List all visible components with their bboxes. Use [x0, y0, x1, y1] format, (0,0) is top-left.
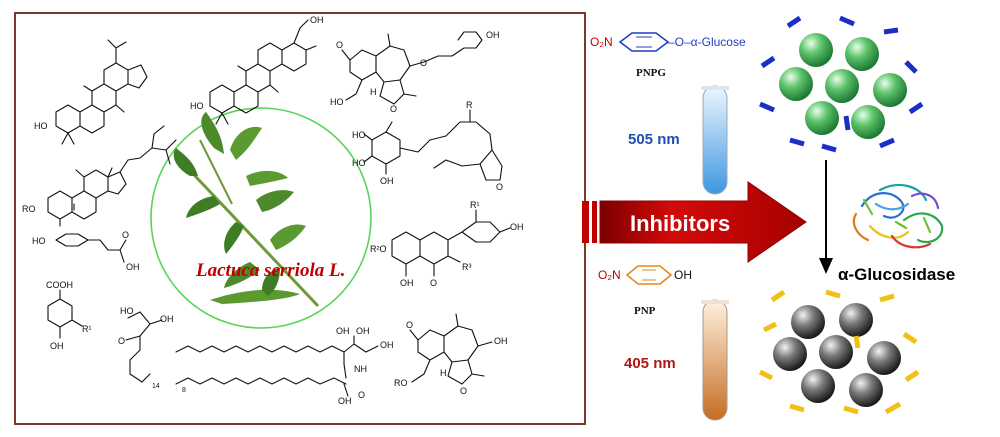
pnp-wavelength: 405 nm: [624, 355, 676, 372]
atom-label: O: [420, 58, 427, 68]
pnp-name: PNP: [634, 305, 656, 317]
reaction-down-arrowhead: [819, 258, 833, 274]
structure-monoglyceride: [125, 311, 163, 383]
structure-glycoside: [363, 109, 503, 181]
pnp-nitro-label: O₂N: [598, 268, 621, 282]
atom-label: 8: [182, 387, 186, 394]
green-spheres-substrate-bound: [779, 33, 907, 139]
atom-label: O: [336, 40, 343, 50]
atom-label: OH: [380, 340, 394, 350]
atom-label: OH: [126, 262, 140, 272]
atom-label: O: [460, 386, 467, 396]
atom-label: HO: [352, 130, 366, 140]
pnpg-glucose-label: –O–α-Glucose: [668, 35, 746, 49]
grey-spheres-product-released: [773, 303, 901, 407]
atom-label: OH: [380, 176, 394, 186]
atom-label: COOH: [46, 280, 73, 290]
structure-sterol: [47, 125, 177, 227]
atom-label: O: [358, 390, 365, 400]
orange-test-tube: [701, 299, 729, 421]
atom-label: H: [370, 87, 377, 97]
atom-label: R³: [462, 262, 472, 272]
lactuca-plant-image: [173, 112, 320, 308]
atom-label: R¹: [82, 324, 92, 334]
structure-coumaric-acid: [55, 233, 127, 263]
compounds-panel-frame: [14, 12, 586, 425]
atom-label: OH: [356, 326, 370, 336]
pnpg-name: PNPG: [636, 67, 666, 79]
atom-label: OH: [310, 15, 324, 25]
structure-guaianolide: [409, 313, 493, 385]
atom-label: R¹: [470, 200, 480, 210]
atom-label: RO: [22, 204, 36, 214]
atom-label: HO: [352, 158, 366, 168]
pnpg-wavelength: 505 nm: [628, 131, 680, 148]
enzyme-label: α-Glucosidase: [838, 265, 955, 284]
structure-ceramide: [175, 335, 379, 397]
inhibitors-label: Inhibitors: [630, 211, 730, 236]
atom-label: H: [440, 368, 447, 378]
atom-label: RO: [394, 378, 408, 388]
plant-circle: [150, 107, 372, 329]
atom-label: OH: [400, 278, 414, 288]
atom-label: HO: [34, 121, 48, 131]
atom-label: OH: [338, 396, 352, 406]
atom-label: HO: [330, 97, 344, 107]
structure-lupeol: [55, 39, 148, 145]
atom-label: HO: [120, 306, 134, 316]
atom-label: OH: [160, 314, 174, 324]
species-label: Lactuca serriola L.: [195, 260, 345, 281]
atom-label: O: [496, 182, 503, 192]
pnp-oh-label: OH: [674, 268, 692, 282]
structure-guaianolide-ester: [341, 31, 483, 105]
inhibitors-arrow: [582, 181, 807, 263]
atom-label: OH: [336, 326, 350, 336]
atom-label: R²O: [370, 244, 387, 254]
blue-dash-marks: [759, 15, 924, 153]
atom-label: OH: [50, 341, 64, 351]
blue-test-tube: [701, 85, 729, 195]
pnpg-structure: [618, 32, 670, 52]
atom-label: R: [466, 100, 473, 110]
atom-label: OH: [510, 222, 524, 232]
atom-label: O: [430, 278, 437, 288]
atom-label: NH: [354, 364, 367, 374]
atom-label: O: [122, 230, 129, 240]
structure-benzoic-acid: [47, 289, 83, 339]
atom-label: 14: [152, 383, 160, 390]
structure-flavonoid: [391, 209, 511, 277]
yellow-dash-marks: [758, 289, 920, 415]
enzyme-protein-ribbon: [852, 183, 944, 249]
atom-label: O: [390, 104, 397, 114]
atom-label: HO: [32, 236, 46, 246]
atom-label: HO: [190, 101, 204, 111]
atom-label: O: [118, 336, 125, 346]
pnpg-nitro-label: O₂N: [590, 35, 613, 49]
pnp-structure: [625, 265, 673, 285]
structure-triterpenol: [209, 19, 317, 125]
atom-label: O: [406, 320, 413, 330]
atom-label: OH: [494, 336, 508, 346]
atom-label: OH: [486, 30, 500, 40]
